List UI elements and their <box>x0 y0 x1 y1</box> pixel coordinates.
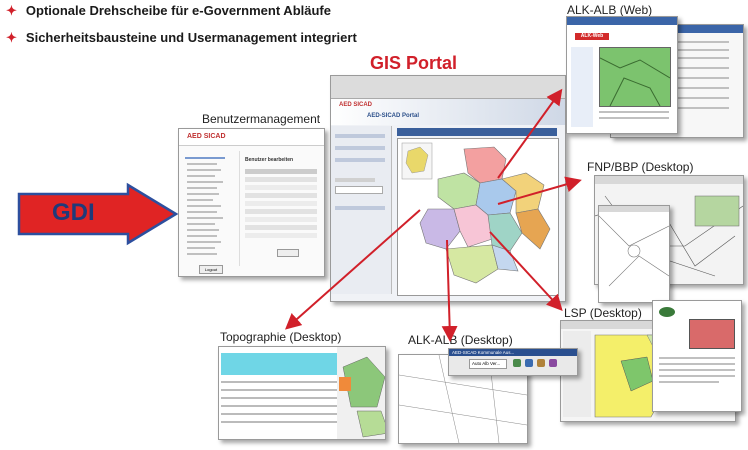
tool-icon[interactable] <box>537 359 545 367</box>
caption-alk-alb-web: ALK-ALB (Web) <box>567 3 653 17</box>
arrow-to-alk-desktop <box>441 239 458 342</box>
fnp-bbp-inner-window <box>598 205 670 303</box>
caption-fnp-bbp: FNP/BBP (Desktop) <box>587 160 694 174</box>
arrow-to-topographie <box>285 209 421 330</box>
benutzermanagement-screenshot: AED SICAD Benutzer bearbeiten Logout <box>178 128 325 277</box>
alk-desktop-toolbar: AED-SICAD Kommunale Aus... Auto Alb Ver.… <box>448 348 578 376</box>
alk-web-badge: ALK-Web <box>575 33 609 40</box>
bullet-sicherheit: ✦Sicherheitsbausteine und Usermanagement… <box>6 30 357 45</box>
tool-icon[interactable] <box>549 359 557 367</box>
map-area <box>397 138 559 296</box>
bullet-drehscheibe: ✦Optionale Drehscheibe für e-Government … <box>6 3 331 18</box>
map-toolbar <box>397 128 557 136</box>
portal-header: AED-SICAD Portal <box>367 113 420 119</box>
caption-topographie: Topographie (Desktop) <box>220 330 342 344</box>
arrow-to-fnp <box>497 176 582 205</box>
topographie-screenshot <box>218 346 386 440</box>
alk-desktop-title: AED-SICAD Kommunale Aus... <box>449 349 577 356</box>
caption-lsp: LSP (Desktop) <box>564 306 642 320</box>
logout-button[interactable]: Logout <box>199 265 223 274</box>
caption-alk-alb-desktop: ALK-ALB (Desktop) <box>408 333 513 347</box>
lsp-document <box>652 300 742 412</box>
gdi-label: GDI <box>52 199 95 226</box>
map-districts <box>401 142 551 284</box>
arrow-to-lsp <box>489 231 563 311</box>
logo: AED SICAD <box>179 129 324 146</box>
star-bullet-icon: ✦ <box>6 30 17 45</box>
alk-web-screenshot: ALK-Web <box>566 16 678 134</box>
portal-logo: AED SICAD <box>339 102 373 108</box>
heading: Benutzer bearbeiten <box>245 157 294 163</box>
caption-benutzermanagement: Benutzermanagement <box>202 112 321 126</box>
tool-icon[interactable] <box>513 359 521 367</box>
tool-icon[interactable] <box>525 359 533 367</box>
gis-portal-title: GIS Portal <box>370 53 458 73</box>
gdi-arrow <box>17 182 179 246</box>
arrow-to-alk-web <box>497 88 563 179</box>
alk-desktop-dropdown[interactable]: Auto Alb Ver... <box>469 359 507 369</box>
star-bullet-icon: ✦ <box>6 3 17 18</box>
